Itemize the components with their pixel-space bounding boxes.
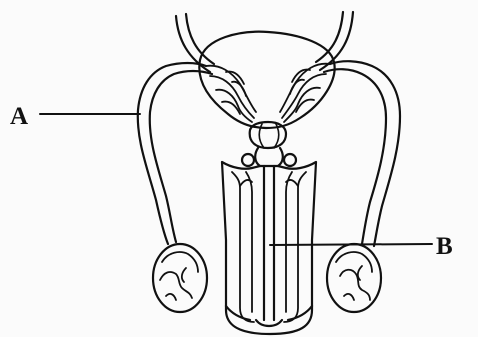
label-b: B bbox=[436, 234, 453, 259]
testis-right bbox=[327, 244, 381, 312]
bulbourethral-gland-left bbox=[242, 154, 254, 166]
bladder bbox=[199, 32, 334, 128]
testis-left bbox=[153, 244, 207, 312]
prostate bbox=[250, 122, 286, 148]
label-a: A bbox=[10, 104, 28, 129]
seminal-vesicles bbox=[206, 64, 330, 122]
leader-line-b bbox=[270, 244, 432, 245]
urethra bbox=[264, 166, 274, 320]
vas-deferens-left bbox=[138, 63, 206, 244]
glans bbox=[226, 306, 312, 320]
penis bbox=[222, 162, 316, 334]
erectile-tissue bbox=[232, 172, 306, 322]
vas-deferens-right bbox=[330, 61, 400, 246]
bulbourethral-gland-right bbox=[284, 154, 296, 166]
